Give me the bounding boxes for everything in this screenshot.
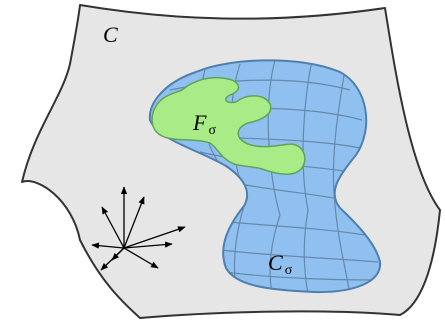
vector-arrow [123, 226, 186, 249]
vector-arrow [123, 196, 145, 249]
outer-region-label: C [103, 22, 118, 47]
vector-arrow [91, 242, 125, 249]
vector-arrow [123, 247, 159, 269]
vector-arrow [123, 241, 173, 249]
inner-region-f-sigma [151, 76, 306, 175]
vector-arrow [101, 206, 125, 249]
vector-arrow [111, 247, 125, 261]
tangent-vectors [91, 186, 186, 271]
